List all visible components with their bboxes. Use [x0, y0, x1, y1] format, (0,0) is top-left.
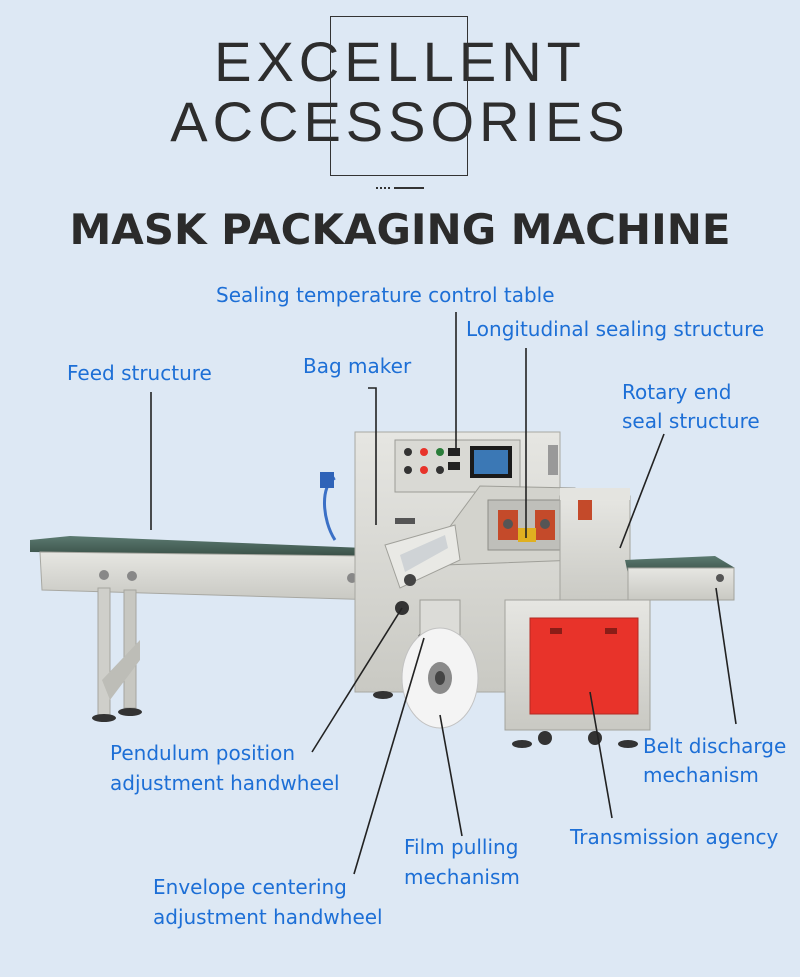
feed-foot-right	[118, 708, 142, 716]
label-belt-discharge-2: mechanism	[643, 763, 759, 787]
label-belt-discharge-1: Belt discharge	[643, 734, 787, 758]
feed-foot-left	[92, 714, 116, 722]
leader-transmission	[589, 691, 613, 819]
divider-dots	[376, 187, 424, 189]
label-longitudinal-sealing: Longitudinal sealing structure	[466, 317, 765, 341]
label-rotary-end-2: seal structure	[622, 409, 760, 433]
leader-bag-maker	[368, 387, 377, 525]
discharge-frame	[627, 567, 735, 601]
leader-belt	[715, 587, 737, 725]
label-envelope-2: adjustment handwheel	[153, 905, 383, 929]
leader-pendulum	[311, 607, 403, 753]
feed-belt	[30, 536, 365, 556]
label-sealing-temperature: Sealing temperature control table	[216, 283, 555, 307]
label-pendulum-2: adjustment handwheel	[110, 771, 340, 795]
red-door	[529, 617, 639, 715]
label-feed-structure: Feed structure	[67, 361, 212, 385]
leader-envelope	[353, 637, 425, 875]
feed-frame	[39, 551, 381, 601]
leader-rotary	[619, 433, 665, 549]
machine-illustration	[30, 431, 735, 748]
headline-frame	[330, 16, 468, 176]
headline: EXCELLENT ACCESSORIES	[0, 32, 800, 152]
feed-leg-left	[97, 587, 111, 717]
leader-lines	[150, 312, 737, 875]
label-pendulum-1: Pendulum position	[110, 741, 295, 765]
rotary-seal-tower	[559, 495, 631, 605]
label-bag-maker: Bag maker	[303, 354, 412, 378]
headline-line-1: EXCELLENT	[214, 30, 586, 93]
feed-brace	[102, 640, 140, 700]
label-film-pulling-2: mechanism	[404, 865, 520, 889]
label-film-pulling-1: Film pulling	[404, 835, 519, 859]
photo-eye	[395, 518, 415, 524]
feed-bolt-2	[127, 571, 137, 581]
headline-line-2: ACCESSORIES	[170, 90, 630, 153]
machine-title: MASK PACKAGING MACHINE	[69, 205, 731, 254]
leader-film	[439, 714, 463, 837]
label-envelope-1: Envelope centering	[153, 875, 347, 899]
label-rotary-end-1: Rotary end	[622, 380, 732, 404]
feed-bolt-1	[99, 570, 109, 580]
label-transmission-agency: Transmission agency	[570, 825, 779, 849]
